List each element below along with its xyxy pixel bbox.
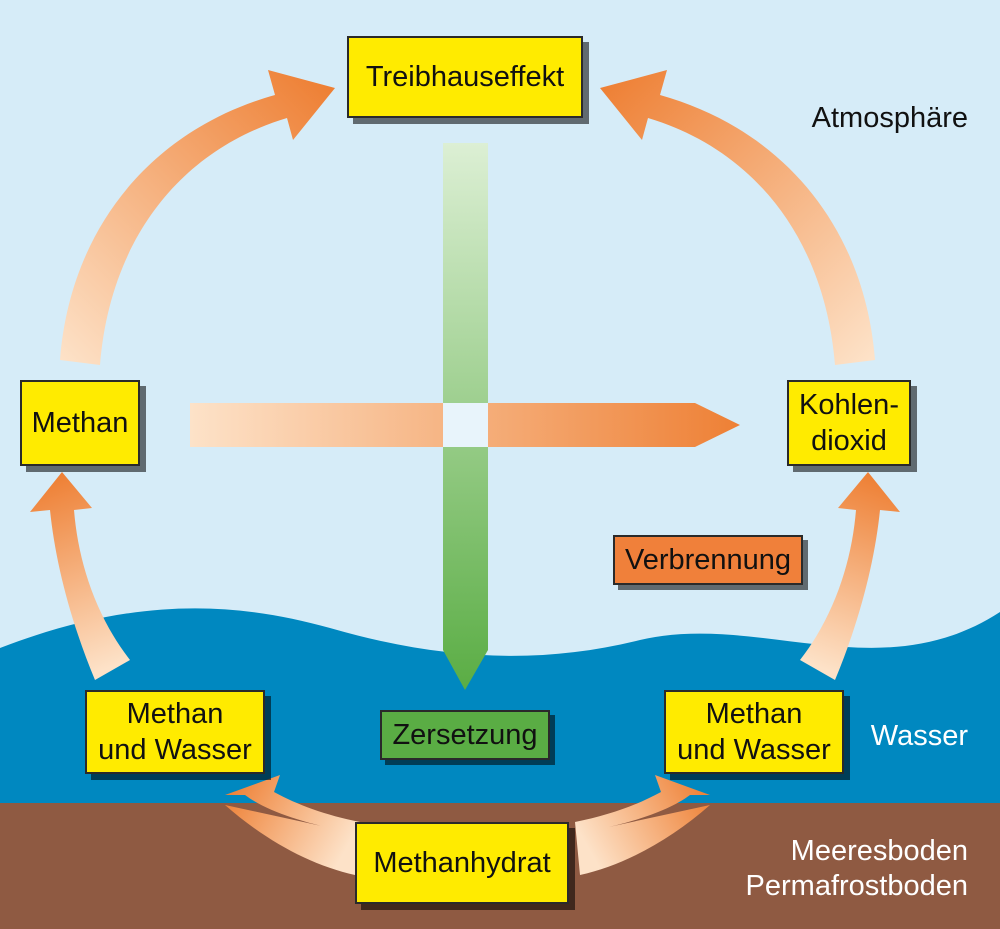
node-treibhauseffekt: Treibhauseffekt [347, 36, 583, 118]
arrow-methanhydrat-to-wasser-right [575, 775, 710, 875]
arrow-wasser-to-kohlendioxid [800, 472, 900, 680]
node-methan-wasser-right: Methan und Wasser [664, 690, 844, 774]
node-kohlendioxid: Kohlen- dioxid [787, 380, 911, 466]
cross-center [443, 403, 488, 447]
zone-label-wasser: Wasser [870, 720, 968, 752]
zone-label-meeresboden: Meeresboden [790, 835, 968, 867]
arrow-methanhydrat-to-wasser-left [225, 775, 360, 875]
node-methan-wasser-left: Methan und Wasser [85, 690, 265, 774]
arrow-methan-to-treibhauseffekt [60, 70, 335, 365]
arrow-wasser-to-methan [30, 472, 130, 680]
node-methanhydrat: Methanhydrat [355, 822, 569, 904]
process-zersetzung: Zersetzung [380, 710, 550, 760]
arrow-kohlendioxid-to-treibhauseffekt [600, 70, 875, 365]
node-methan: Methan [20, 380, 140, 466]
zone-label-permafrostboden: Permafrostboden [745, 870, 968, 902]
process-verbrennung: Verbrennung [613, 535, 803, 585]
zone-label-atmosphaere: Atmosphäre [811, 102, 968, 134]
